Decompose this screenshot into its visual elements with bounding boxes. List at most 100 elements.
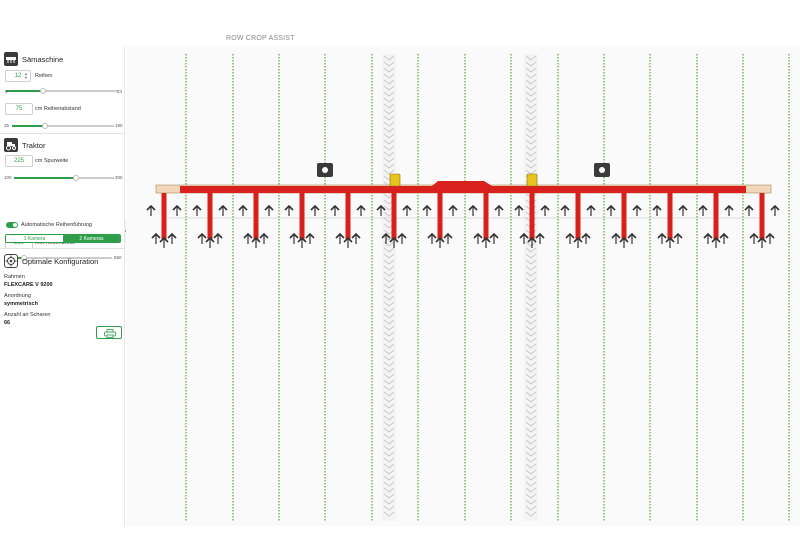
tire-tread xyxy=(383,331,395,337)
tire-tread xyxy=(383,79,395,85)
tire-tread xyxy=(383,307,395,313)
tire-tread xyxy=(383,61,395,67)
share-arrow-icon xyxy=(381,232,391,239)
tire-tread xyxy=(525,319,537,325)
share-arrow-icon xyxy=(535,232,545,239)
tire-tread xyxy=(383,85,395,91)
tractor-title: Traktor xyxy=(22,140,46,150)
tire-tread xyxy=(383,361,395,367)
tire-tread xyxy=(383,421,395,427)
tire-tread xyxy=(383,145,395,151)
hoe-shank xyxy=(437,193,443,239)
tire-tread xyxy=(525,361,537,367)
tire-tread xyxy=(525,367,537,373)
row-spacing-slider[interactable] xyxy=(12,122,114,129)
tire-tread xyxy=(383,55,395,61)
hoe-shank xyxy=(161,193,167,239)
share-arrow-icon xyxy=(698,204,708,211)
rows-label: Reihen xyxy=(35,73,53,79)
tire-tread xyxy=(383,385,395,391)
track-width-input[interactable]: 225 xyxy=(5,155,33,167)
share-arrow-icon xyxy=(586,204,596,211)
share-arrow-icon xyxy=(343,236,353,243)
tire-tread xyxy=(525,61,537,67)
tire-tread xyxy=(525,127,537,133)
tire-tread xyxy=(525,385,537,391)
share-arrow-icon xyxy=(251,236,261,243)
row-sensor xyxy=(526,173,538,187)
layout-value: symmetrisch xyxy=(4,301,38,307)
track-width-slider[interactable] xyxy=(14,174,114,181)
tire-tread xyxy=(525,445,537,451)
row-spacing-value: 75 xyxy=(15,106,23,112)
tire-width-slider-thumb[interactable] xyxy=(20,254,27,261)
tire-tread xyxy=(525,403,537,409)
share-arrow-icon xyxy=(711,236,721,243)
track-width-label: cm Spurweite xyxy=(35,158,69,164)
seeder-header: Sämaschine xyxy=(4,52,63,66)
hoe-shank xyxy=(621,193,627,239)
tire-tread xyxy=(525,247,537,253)
hoe-shank xyxy=(483,193,489,239)
share-arrow-icon xyxy=(310,204,320,211)
row-spacing-slider-thumb[interactable] xyxy=(41,122,48,129)
top-bar: ROW CROP ASSIST xyxy=(0,0,800,46)
tire-tread xyxy=(383,379,395,385)
tire-tread xyxy=(525,271,537,277)
tire-tread xyxy=(525,397,537,403)
tire-tread xyxy=(383,301,395,307)
share-arrow-icon xyxy=(289,232,299,239)
tire-tread xyxy=(383,127,395,133)
tire-tread xyxy=(383,253,395,259)
share-arrow-icon xyxy=(284,204,294,211)
tire-tread xyxy=(383,343,395,349)
share-arrow-icon xyxy=(581,232,591,239)
share-arrow-icon xyxy=(389,236,399,243)
auto-row-guidance-toggle[interactable] xyxy=(6,222,18,228)
tire-tread xyxy=(383,439,395,445)
tire-tread xyxy=(383,457,395,463)
tire-tread xyxy=(383,73,395,79)
row-spacing-label: cm Reihenabstand xyxy=(35,106,81,112)
rows-slider-thumb[interactable] xyxy=(39,87,46,94)
tire-tread xyxy=(525,469,537,475)
tire-tread xyxy=(383,511,395,517)
tire-tread xyxy=(383,337,395,343)
tire-tread xyxy=(525,283,537,289)
tire-tread xyxy=(383,427,395,433)
share-arrow-icon xyxy=(205,236,215,243)
tire-tread xyxy=(525,73,537,79)
tire-width-value: 210 xyxy=(13,240,24,246)
share-arrow-icon xyxy=(351,232,361,239)
tire-tread xyxy=(383,325,395,331)
tire-tread xyxy=(383,163,395,169)
tire-tread xyxy=(383,493,395,499)
share-arrow-icon xyxy=(159,236,169,243)
optimal-title: Optimale Konfiguration xyxy=(22,256,99,266)
tractor-icon xyxy=(4,138,18,152)
share-arrow-icon xyxy=(494,204,504,211)
tire-tread xyxy=(383,139,395,145)
share-arrow-icon xyxy=(481,236,491,243)
tire-tread xyxy=(525,349,537,355)
printer-icon xyxy=(104,329,116,338)
share-arrow-icon xyxy=(514,204,524,211)
share-arrow-icon xyxy=(652,204,662,211)
share-arrow-icon xyxy=(335,232,345,239)
stepper-arrows-icon[interactable]: ▲▼ xyxy=(24,71,28,80)
camera-option-1[interactable]: 1 Kamera xyxy=(6,235,63,242)
hoe-shank xyxy=(391,193,397,239)
row-spacing-input[interactable]: 75 xyxy=(5,103,33,115)
rows-slider[interactable] xyxy=(6,87,118,94)
tire-tread xyxy=(525,379,537,385)
rows-stepper[interactable]: 12 ▲▼ xyxy=(5,70,31,82)
tire-tread xyxy=(525,325,537,331)
track-width-slider-thumb[interactable] xyxy=(73,174,79,181)
share-arrow-icon xyxy=(473,232,483,239)
tire-width-slider[interactable] xyxy=(14,254,112,261)
camera-option-2[interactable]: 2 Kameras xyxy=(63,235,120,242)
tire-tread xyxy=(383,499,395,505)
share-arrow-icon xyxy=(448,204,458,211)
camera-count-selector[interactable]: 1 Kamera 2 Kameras xyxy=(5,234,121,243)
print-button[interactable] xyxy=(96,326,122,339)
